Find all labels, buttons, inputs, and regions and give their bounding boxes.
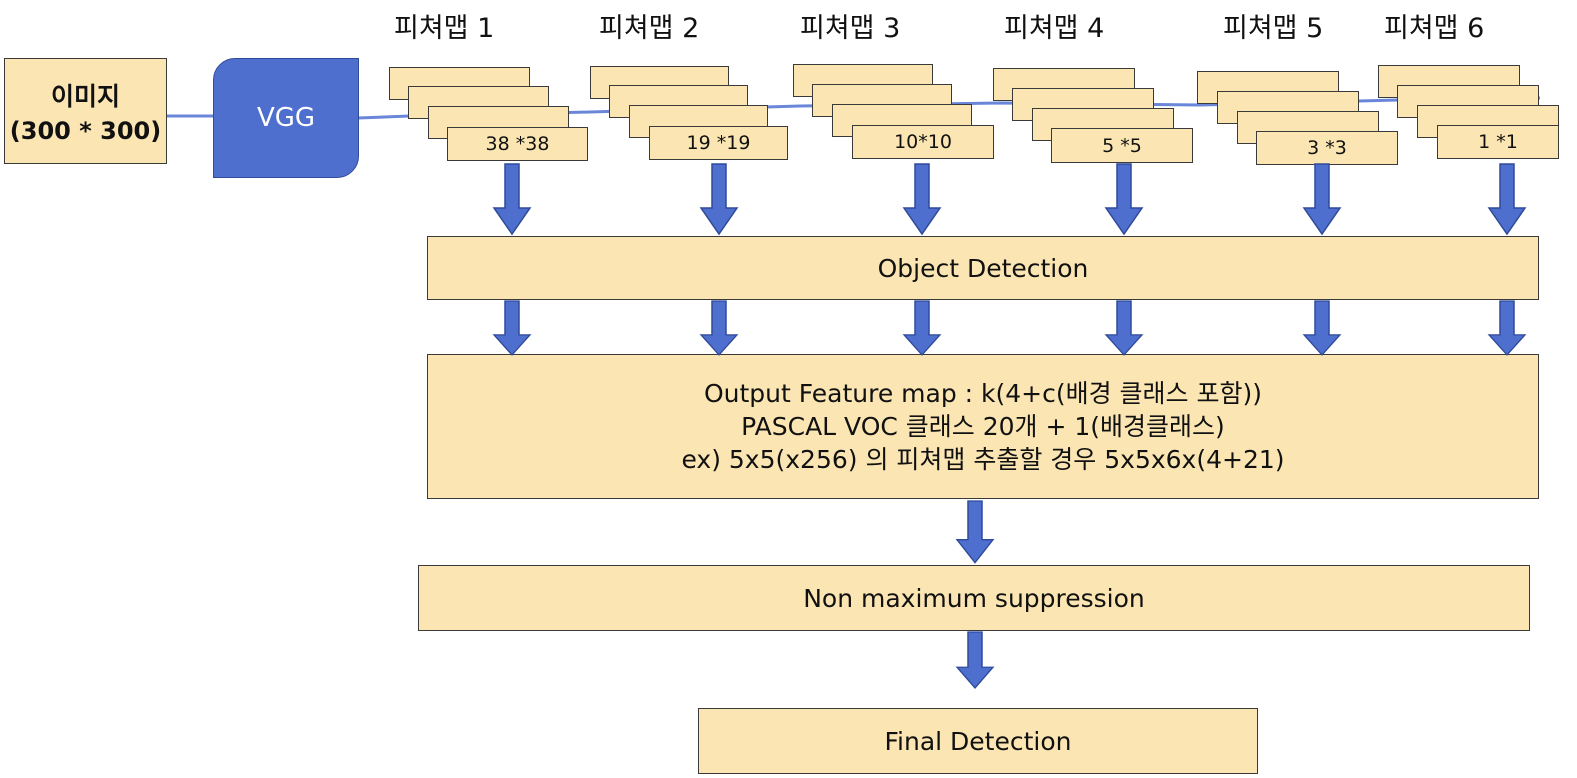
feature-map-4-size: 5 *5 — [1051, 128, 1193, 163]
nms-box: Non maximum suppression — [418, 565, 1530, 631]
nms-label: Non maximum suppression — [803, 583, 1145, 613]
feature-map-3-label: 피쳐맵 3 — [800, 13, 901, 44]
arrow-down-icon — [700, 163, 738, 235]
arrow-down-icon — [956, 631, 994, 689]
input-image-box: 이미지 (300 * 300) — [4, 58, 167, 164]
arrow-down-icon — [493, 163, 531, 235]
output-line-1: Output Feature map : k(4+c(배경 클래스 포함)) — [703, 379, 1263, 408]
arrow-down-icon — [700, 300, 738, 356]
feature-map-3-size: 10*10 — [852, 125, 994, 159]
arrow-down-icon — [1488, 163, 1526, 235]
output-line-3: ex) 5x5(x256) 의 피쳐맵 추출할 경우 5x5x6x(4+21) — [681, 445, 1285, 474]
feature-map-2-size: 19 *19 — [649, 126, 788, 160]
feature-map-6-size: 1 *1 — [1437, 125, 1559, 159]
arrow-down-icon — [1105, 300, 1143, 356]
arrow-down-icon — [1303, 163, 1341, 235]
object-detection-box: Object Detection — [427, 236, 1539, 300]
feature-map-4-label: 피쳐맵 4 — [1004, 13, 1105, 44]
vgg-label: VGG — [256, 103, 316, 133]
feature-map-6-label: 피쳐맵 6 — [1384, 13, 1485, 44]
input-size: (300 * 300) — [9, 117, 162, 145]
feature-map-2-label: 피쳐맵 2 — [599, 13, 700, 44]
feature-map-5-size: 3 *3 — [1256, 131, 1398, 165]
final-detection-label: Final Detection — [884, 726, 1072, 756]
arrow-down-icon — [903, 163, 941, 235]
arrow-down-icon — [1488, 300, 1526, 356]
final-detection-box: Final Detection — [698, 708, 1258, 774]
feature-map-1-label: 피쳐맵 1 — [394, 13, 495, 44]
arrow-down-icon — [1105, 163, 1143, 235]
output-line-2: PASCAL VOC 클래스 20개 + 1(배경클래스) — [741, 412, 1225, 441]
arrow-down-icon — [1303, 300, 1341, 356]
feature-map-5-label: 피쳐맵 5 — [1223, 13, 1324, 44]
arrow-down-icon — [956, 500, 994, 564]
vgg-backbone: VGG — [213, 58, 359, 178]
arrow-down-icon — [903, 300, 941, 356]
output-feature-map-box: Output Feature map : k(4+c(배경 클래스 포함)) P… — [427, 354, 1539, 499]
object-detection-label: Object Detection — [877, 253, 1089, 283]
input-label: 이미지 — [50, 82, 120, 111]
feature-map-1-size: 38 *38 — [447, 127, 588, 161]
arrow-down-icon — [493, 300, 531, 356]
